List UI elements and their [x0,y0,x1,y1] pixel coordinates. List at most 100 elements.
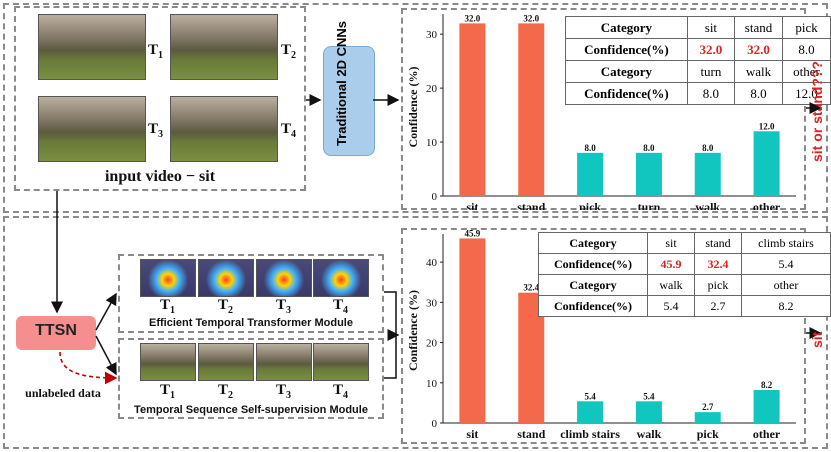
frame-label-t2: T2 [281,42,297,61]
module1-caption: Efficient Temporal Transformer Module [149,317,353,329]
module2-caption: Temporal Sequence Self-supervision Modul… [134,404,368,416]
bottom-table-cell: pick [694,274,742,296]
y-tick-label: 0 [432,191,438,203]
module1-box [118,254,384,333]
video-frame-1 [38,14,146,80]
bar-value-label: 2.7 [702,402,714,412]
bar-value-label: 12.0 [759,121,775,131]
unlabeled-data-curve [59,351,118,385]
category-label: pick [697,427,719,441]
arrow-ttsn-to-module2 [95,335,117,376]
module2-label-t1: T1 [160,382,176,401]
top-table-cell: Confidence(%) [565,82,688,105]
category-label: sit [466,427,478,441]
modules-merge-line [384,291,397,379]
attention-frame-1 [140,259,196,297]
sequence-frame-3 [256,343,312,381]
bottom-table-cell: 45.9 [647,253,695,275]
bar-value-label: 8.0 [702,143,714,153]
bar-value-label: 8.2 [761,380,773,390]
y-axis-label: Confidence (%) [406,67,420,148]
y-axis-label: Confidence (%) [406,290,420,371]
y-tick-label: 30 [426,297,438,309]
bar [459,23,486,197]
module2-box [118,338,384,419]
category-label: sit [466,200,478,210]
top-table-cell: 8.0 [782,38,831,61]
top-table-cell: walk [733,60,784,83]
bar [635,401,662,423]
top-chart-box [401,8,806,210]
category-label: stand [517,200,545,210]
bottom-table-cell: 2.7 [694,295,742,317]
sequence-frame-1 [140,343,196,381]
category-label: turn [638,200,661,210]
category-label: pick [579,200,601,210]
category-label: other [753,427,781,441]
bar-value-label: 45.9 [465,228,481,238]
bar [577,152,604,196]
y-tick-label: 10 [426,378,438,390]
bar-value-label: 8.0 [584,143,596,153]
input-video-caption: input video − sit [104,168,216,185]
frame-label-t4: T4 [281,121,297,140]
top-table-cell: 12.0 [782,82,831,105]
ttsn-block [16,316,96,350]
bottom-chart-box [401,228,806,444]
unlabeled-data-label: unlabeled data [25,386,101,400]
bar-value-label: 32.0 [465,13,481,23]
y-tick-label: 20 [426,338,438,350]
category-label: climb stairs [560,427,620,441]
y-tick-label: 30 [426,29,438,41]
arrow-ttsn-to-module1 [95,292,117,331]
top-panel [3,3,828,213]
sequence-frame-4 [313,343,369,381]
video-frame-4 [170,96,278,162]
module1-label-t2: T2 [218,297,234,316]
bar-value-label: 8.0 [643,143,655,153]
module2-label-t2: T2 [218,382,234,401]
attention-frame-2 [198,259,254,297]
module1-label-t1: T1 [160,297,176,316]
video-frame-2 [170,14,278,80]
attention-frame-3 [256,259,312,297]
module2-label-t3: T3 [276,382,292,401]
bar [753,131,780,196]
bar-value-label: 32.0 [523,13,539,23]
category-label: other [753,200,781,210]
top-table-cell: 32.0 [686,38,735,61]
bottom-table-cell: 5.4 [741,253,831,275]
bar [753,390,780,423]
top-table-cell: 32.0 [733,38,784,61]
y-tick-label: 0 [432,418,438,430]
bar [694,152,721,196]
top-table-cell: pick [782,16,831,39]
bar [518,23,545,197]
module1-label-t3: T3 [276,297,292,316]
bottom-table-cell: climb stairs [741,232,831,254]
y-tick-label: 40 [426,257,438,269]
bottom-table-cell: Category [538,274,648,296]
y-tick-label: 20 [426,83,438,95]
attention-frame-4 [313,259,369,297]
bar-value-label: 32.4 [523,283,539,293]
frame-label-t3: T3 [148,121,164,140]
bar-value-label: 5.4 [643,391,655,401]
top-table-cell: 8.0 [686,82,735,105]
bottom-table-cell: sit [647,232,695,254]
module2-label-t4: T4 [333,382,349,401]
top-table-cell: 8.0 [733,82,784,105]
category-label: stand [517,427,545,441]
bottom-table-cell: Confidence(%) [538,295,648,317]
bottom-panel [3,216,828,449]
top-table-cell: stand [733,16,784,39]
bar [459,238,486,423]
bottom-table-cell: walk [647,274,695,296]
bottom-table-cell: 8.2 [741,295,831,317]
bar [635,152,662,196]
category-label: walk [695,200,720,210]
bottom-table-cell: 5.4 [647,295,695,317]
